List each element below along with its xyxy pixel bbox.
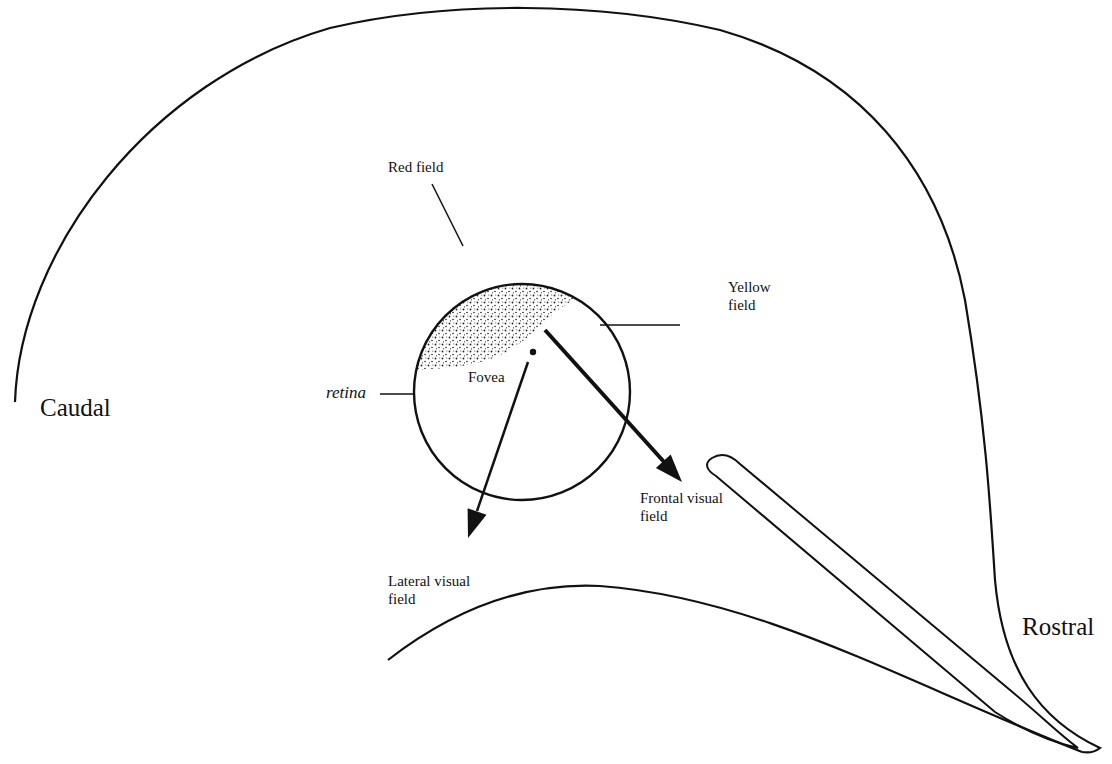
frontal-arrowhead bbox=[656, 455, 682, 483]
beak-loop bbox=[707, 455, 1078, 748]
retina-circle bbox=[414, 284, 630, 500]
structure-label: retina bbox=[326, 383, 366, 403]
direction-label: Caudal bbox=[40, 393, 111, 423]
structure-label: Fovea bbox=[468, 368, 505, 386]
region-label: Yellow field bbox=[728, 278, 780, 314]
red-field-leader bbox=[432, 184, 463, 246]
fovea-dot bbox=[530, 349, 536, 355]
field-label: Lateral visual field bbox=[388, 572, 484, 608]
direction-label: Rostral bbox=[1022, 612, 1094, 642]
region-label: Red field bbox=[388, 158, 443, 176]
yellow-field-leader bbox=[600, 324, 680, 326]
retina-leader bbox=[380, 393, 413, 395]
lower-jaw-outline bbox=[388, 586, 1082, 752]
head-outline bbox=[15, 8, 1100, 752]
frontal-arrow-shaft bbox=[545, 330, 665, 463]
lateral-arrowhead bbox=[468, 508, 487, 538]
field-label: Frontal visual field bbox=[640, 489, 740, 525]
